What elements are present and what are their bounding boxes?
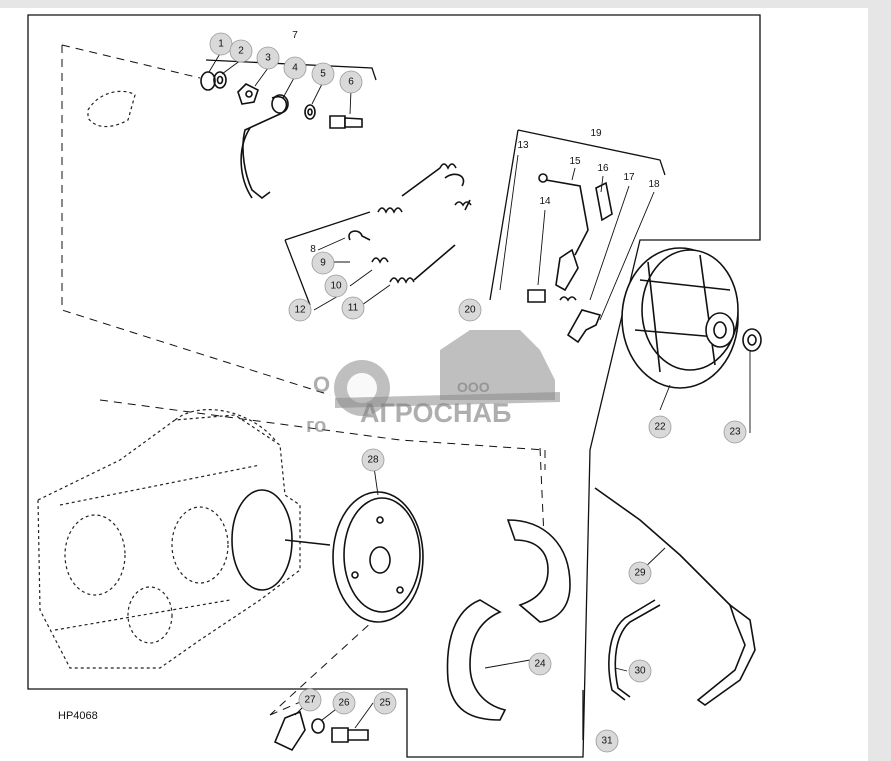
svg-text:30: 30 (634, 666, 646, 677)
callout-14: 14 (539, 196, 551, 207)
callout-3: 3 (256, 46, 280, 70)
cable-part-15 (538, 173, 589, 292)
cam-part-3 (237, 83, 259, 105)
callout-2: 2 (229, 39, 253, 63)
cable-part-29 (594, 487, 756, 706)
callout-17: 17 (623, 172, 635, 183)
pipe-part-30 (608, 599, 661, 701)
svg-text:5: 5 (320, 69, 326, 80)
washer-part-26 (311, 718, 325, 734)
callout-26: 26 (332, 691, 356, 715)
callout-20: 20 (458, 298, 482, 322)
figure-code: HP4068 (58, 710, 98, 722)
callout-27: 27 (298, 688, 322, 712)
svg-text:12: 12 (294, 305, 306, 316)
svg-text:26: 26 (338, 698, 350, 709)
svg-text:11: 11 (348, 303, 359, 314)
svg-text:24: 24 (534, 659, 546, 670)
svg-text:28: 28 (367, 455, 379, 466)
callout-8: 8 (310, 244, 316, 255)
callout-5: 5 (311, 62, 335, 86)
brake-shoe-part-24 (446, 519, 571, 721)
svg-text:20: 20 (464, 305, 476, 316)
svg-text:9: 9 (320, 258, 326, 269)
lever-part-4 (240, 94, 289, 200)
callout-13: 13 (517, 140, 529, 151)
watermark-prefix: ООО (457, 379, 490, 395)
spring-part-upper (377, 163, 472, 214)
washer-part-2 (213, 71, 227, 89)
callout-10: 10 (324, 274, 348, 298)
brake-drum-part-22 (621, 247, 739, 389)
svg-text:31: 31 (601, 736, 613, 747)
washer-part-23 (742, 328, 762, 352)
callout-22: 22 (648, 415, 672, 439)
spring-part-10 (371, 257, 389, 264)
outer-frame (27, 14, 761, 758)
callout-19: 19 (590, 128, 602, 139)
spring-part-17 (559, 296, 577, 302)
watermark-fragment-2: го (306, 415, 326, 437)
callout-25: 25 (373, 691, 397, 715)
callout-30: 30 (628, 659, 652, 683)
top-strip (0, 0, 891, 8)
svg-text:29: 29 (634, 568, 646, 579)
bracket-12 (284, 211, 371, 306)
svg-text:10: 10 (330, 281, 342, 292)
callout-31: 31 (595, 729, 619, 753)
svg-text:2: 2 (238, 46, 244, 57)
svg-text:3: 3 (265, 53, 271, 64)
spring-part-9 (348, 230, 371, 241)
spring-part-11 (389, 244, 456, 284)
bolt-part-6 (329, 115, 363, 129)
callout-4: 4 (283, 56, 307, 80)
watermark-fragment-1: О (313, 372, 330, 397)
bracket-part-16 (595, 181, 613, 222)
adjuster-part-18 (566, 309, 602, 344)
bolt-part-25 (331, 727, 369, 743)
callout-11: 11 (341, 296, 365, 320)
callout-1: 1 (209, 32, 233, 56)
callout-28: 28 (361, 448, 385, 472)
callout-12: 12 (288, 298, 312, 322)
svg-text:4: 4 (292, 63, 298, 74)
clip-ring-part-1 (200, 71, 216, 91)
diagram-sheet (0, 8, 868, 761)
svg-text:22: 22 (654, 422, 666, 433)
callout-18: 18 (648, 179, 660, 190)
backing-plate-part-28 (332, 491, 424, 623)
callout-9: 9 (311, 251, 335, 275)
callout-15: 15 (569, 156, 581, 167)
callout-6: 6 (339, 70, 363, 94)
watermark: О го ООО АГРОСНАБ (306, 330, 560, 437)
bracket-19 (489, 129, 666, 301)
linkage-ghost (87, 90, 136, 128)
svg-text:6: 6 (348, 77, 354, 88)
callout-24: 24 (528, 652, 552, 676)
pin-part-14 (527, 289, 546, 303)
callout-7: 7 (292, 30, 298, 41)
svg-text:1: 1 (218, 39, 224, 50)
watermark-brand: АГРОСНАБ (360, 398, 511, 428)
callout-23: 23 (723, 420, 747, 444)
bushing-part-5 (304, 104, 316, 120)
callout-16: 16 (597, 163, 609, 174)
svg-text:23: 23 (729, 427, 741, 438)
callout-29: 29 (628, 561, 652, 585)
svg-text:25: 25 (379, 698, 391, 709)
dash-outline-upper (61, 44, 546, 470)
svg-text:27: 27 (304, 695, 316, 706)
bracket-part-27 (273, 710, 306, 752)
transmission-housing (37, 409, 331, 669)
